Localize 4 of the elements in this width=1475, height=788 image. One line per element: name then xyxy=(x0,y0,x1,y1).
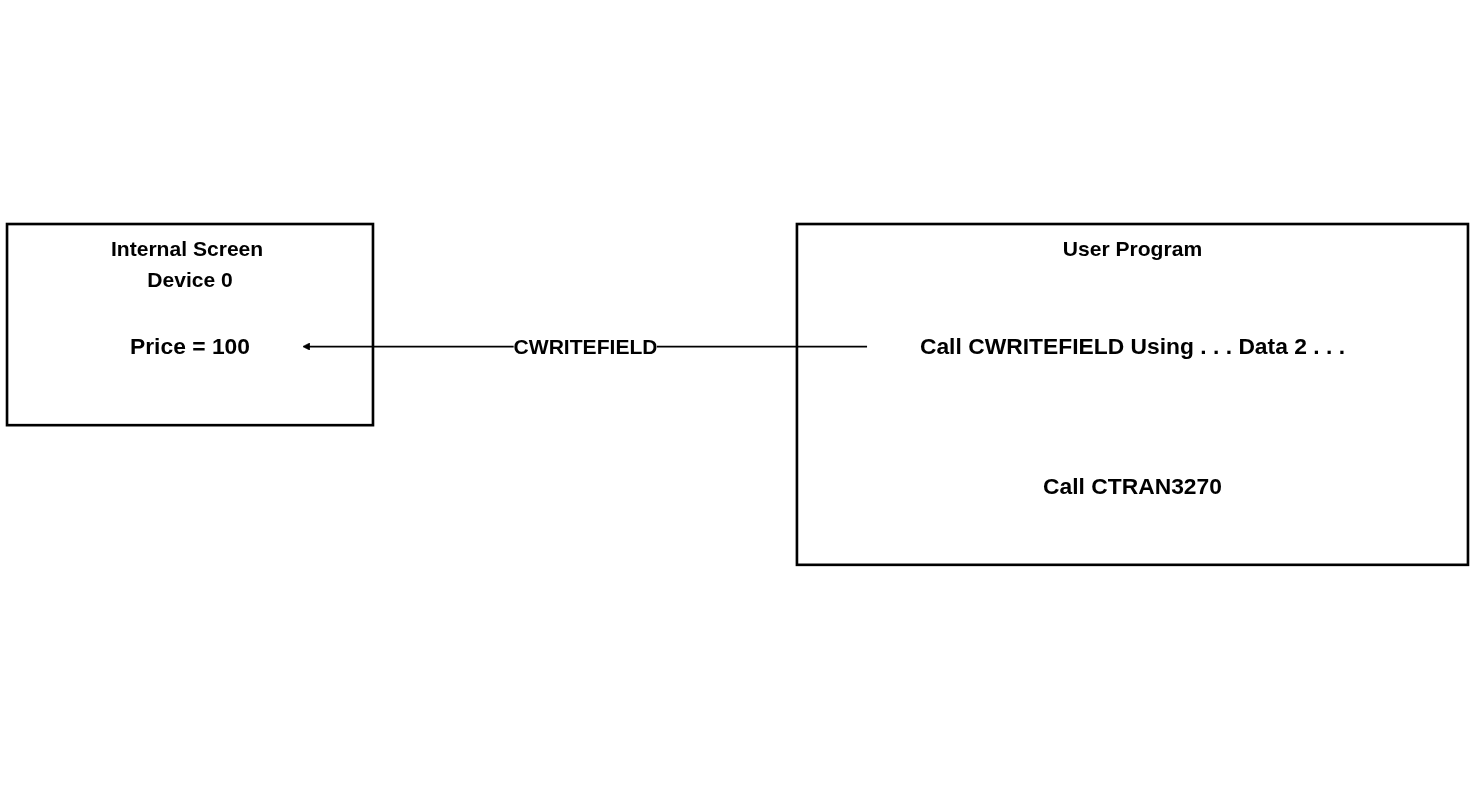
edge-label: CWRITEFIELD xyxy=(513,333,658,358)
node-text: Call CWRITEFIELD Using . . . Data 2 . . . xyxy=(919,332,1345,359)
node-text: Price = 100 xyxy=(130,332,251,359)
node-text: Call CTRAN3270 xyxy=(1042,472,1222,499)
